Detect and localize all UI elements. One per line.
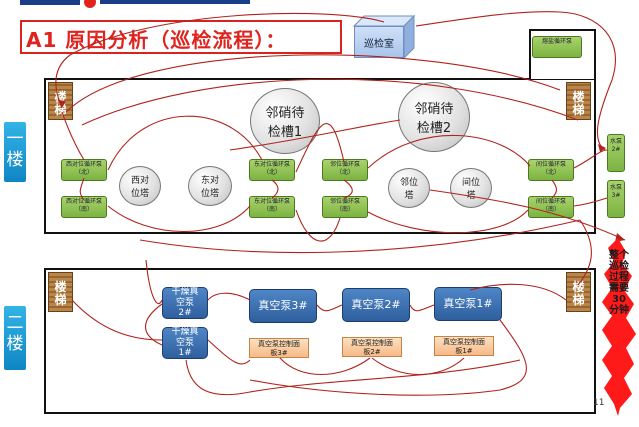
west-tower: 西对位塔	[119, 166, 161, 206]
dry-vacuum-pump-1: 干燥真空泵1#	[162, 327, 208, 359]
pump-east-north: 东对位循环泵（北）	[249, 159, 295, 181]
stairs-f1-right: 楼梯	[566, 82, 591, 120]
control-panel-1: 真空泵控制面板1#	[434, 336, 494, 356]
floor2-frame	[44, 268, 596, 414]
pump-top: 熔盐循环泵	[532, 36, 582, 58]
floor1-frame	[44, 78, 596, 234]
floor1-label: 一楼	[4, 122, 26, 182]
water-pump-3: 水泵3#	[607, 180, 625, 218]
tank-2: 邻硝待检槽2	[398, 82, 470, 152]
pump-west-north: 西对位循环泵（北）	[61, 159, 107, 181]
dry-vacuum-pump-2: 干燥真空泵2#	[162, 287, 208, 319]
vacuum-pump-1: 真空泵1#	[434, 287, 502, 321]
pump-meta-north: 间位循环泵（北）	[528, 159, 574, 181]
header-decoration-art	[20, 0, 250, 8]
floor2-label: 二楼	[4, 306, 26, 370]
time-callout: 整个巡检过程需要30分钟	[600, 238, 638, 416]
burst-shape	[602, 238, 636, 416]
page-number: 11	[593, 398, 605, 408]
ortho-tower: 邻位塔	[388, 168, 430, 208]
header-decoration	[0, 0, 300, 8]
arrow-head-1	[598, 144, 606, 152]
time-callout-text: 整个巡检过程需要30分钟	[609, 250, 629, 316]
pump-ortho-south: 邻位循环泵（南）	[322, 196, 368, 218]
control-panel-2: 真空泵控制面板2#	[342, 337, 402, 357]
stairs-f2-right: 楼梯	[566, 272, 591, 312]
stairs-f2-left: 楼梯	[48, 272, 73, 312]
control-panel-3: 真空泵控制面板3#	[249, 338, 309, 358]
tank-1: 邻硝待检槽1	[250, 88, 320, 154]
east-tower: 东对位塔	[188, 166, 232, 206]
pump-meta-south: 间位循环泵（南）	[528, 196, 574, 218]
inspection-room-label: 巡检室	[354, 26, 404, 58]
vacuum-pump-2: 真空泵2#	[342, 288, 410, 322]
page-title: A1 原因分析（巡检流程）：	[26, 28, 287, 52]
stairs-f1-left: 楼梯	[48, 82, 73, 120]
pump-west-south: 西对位循环泵（南）	[61, 196, 107, 218]
meta-tower: 间位塔	[450, 168, 492, 208]
water-pump-2: 水泵2#	[607, 134, 625, 172]
inspection-room: 巡检室	[352, 14, 416, 60]
pump-ortho-north: 邻位循环泵（北）	[322, 159, 368, 181]
pump-east-south: 东对位循环泵（南）	[249, 196, 295, 218]
vacuum-pump-3: 真空泵3#	[249, 289, 317, 323]
